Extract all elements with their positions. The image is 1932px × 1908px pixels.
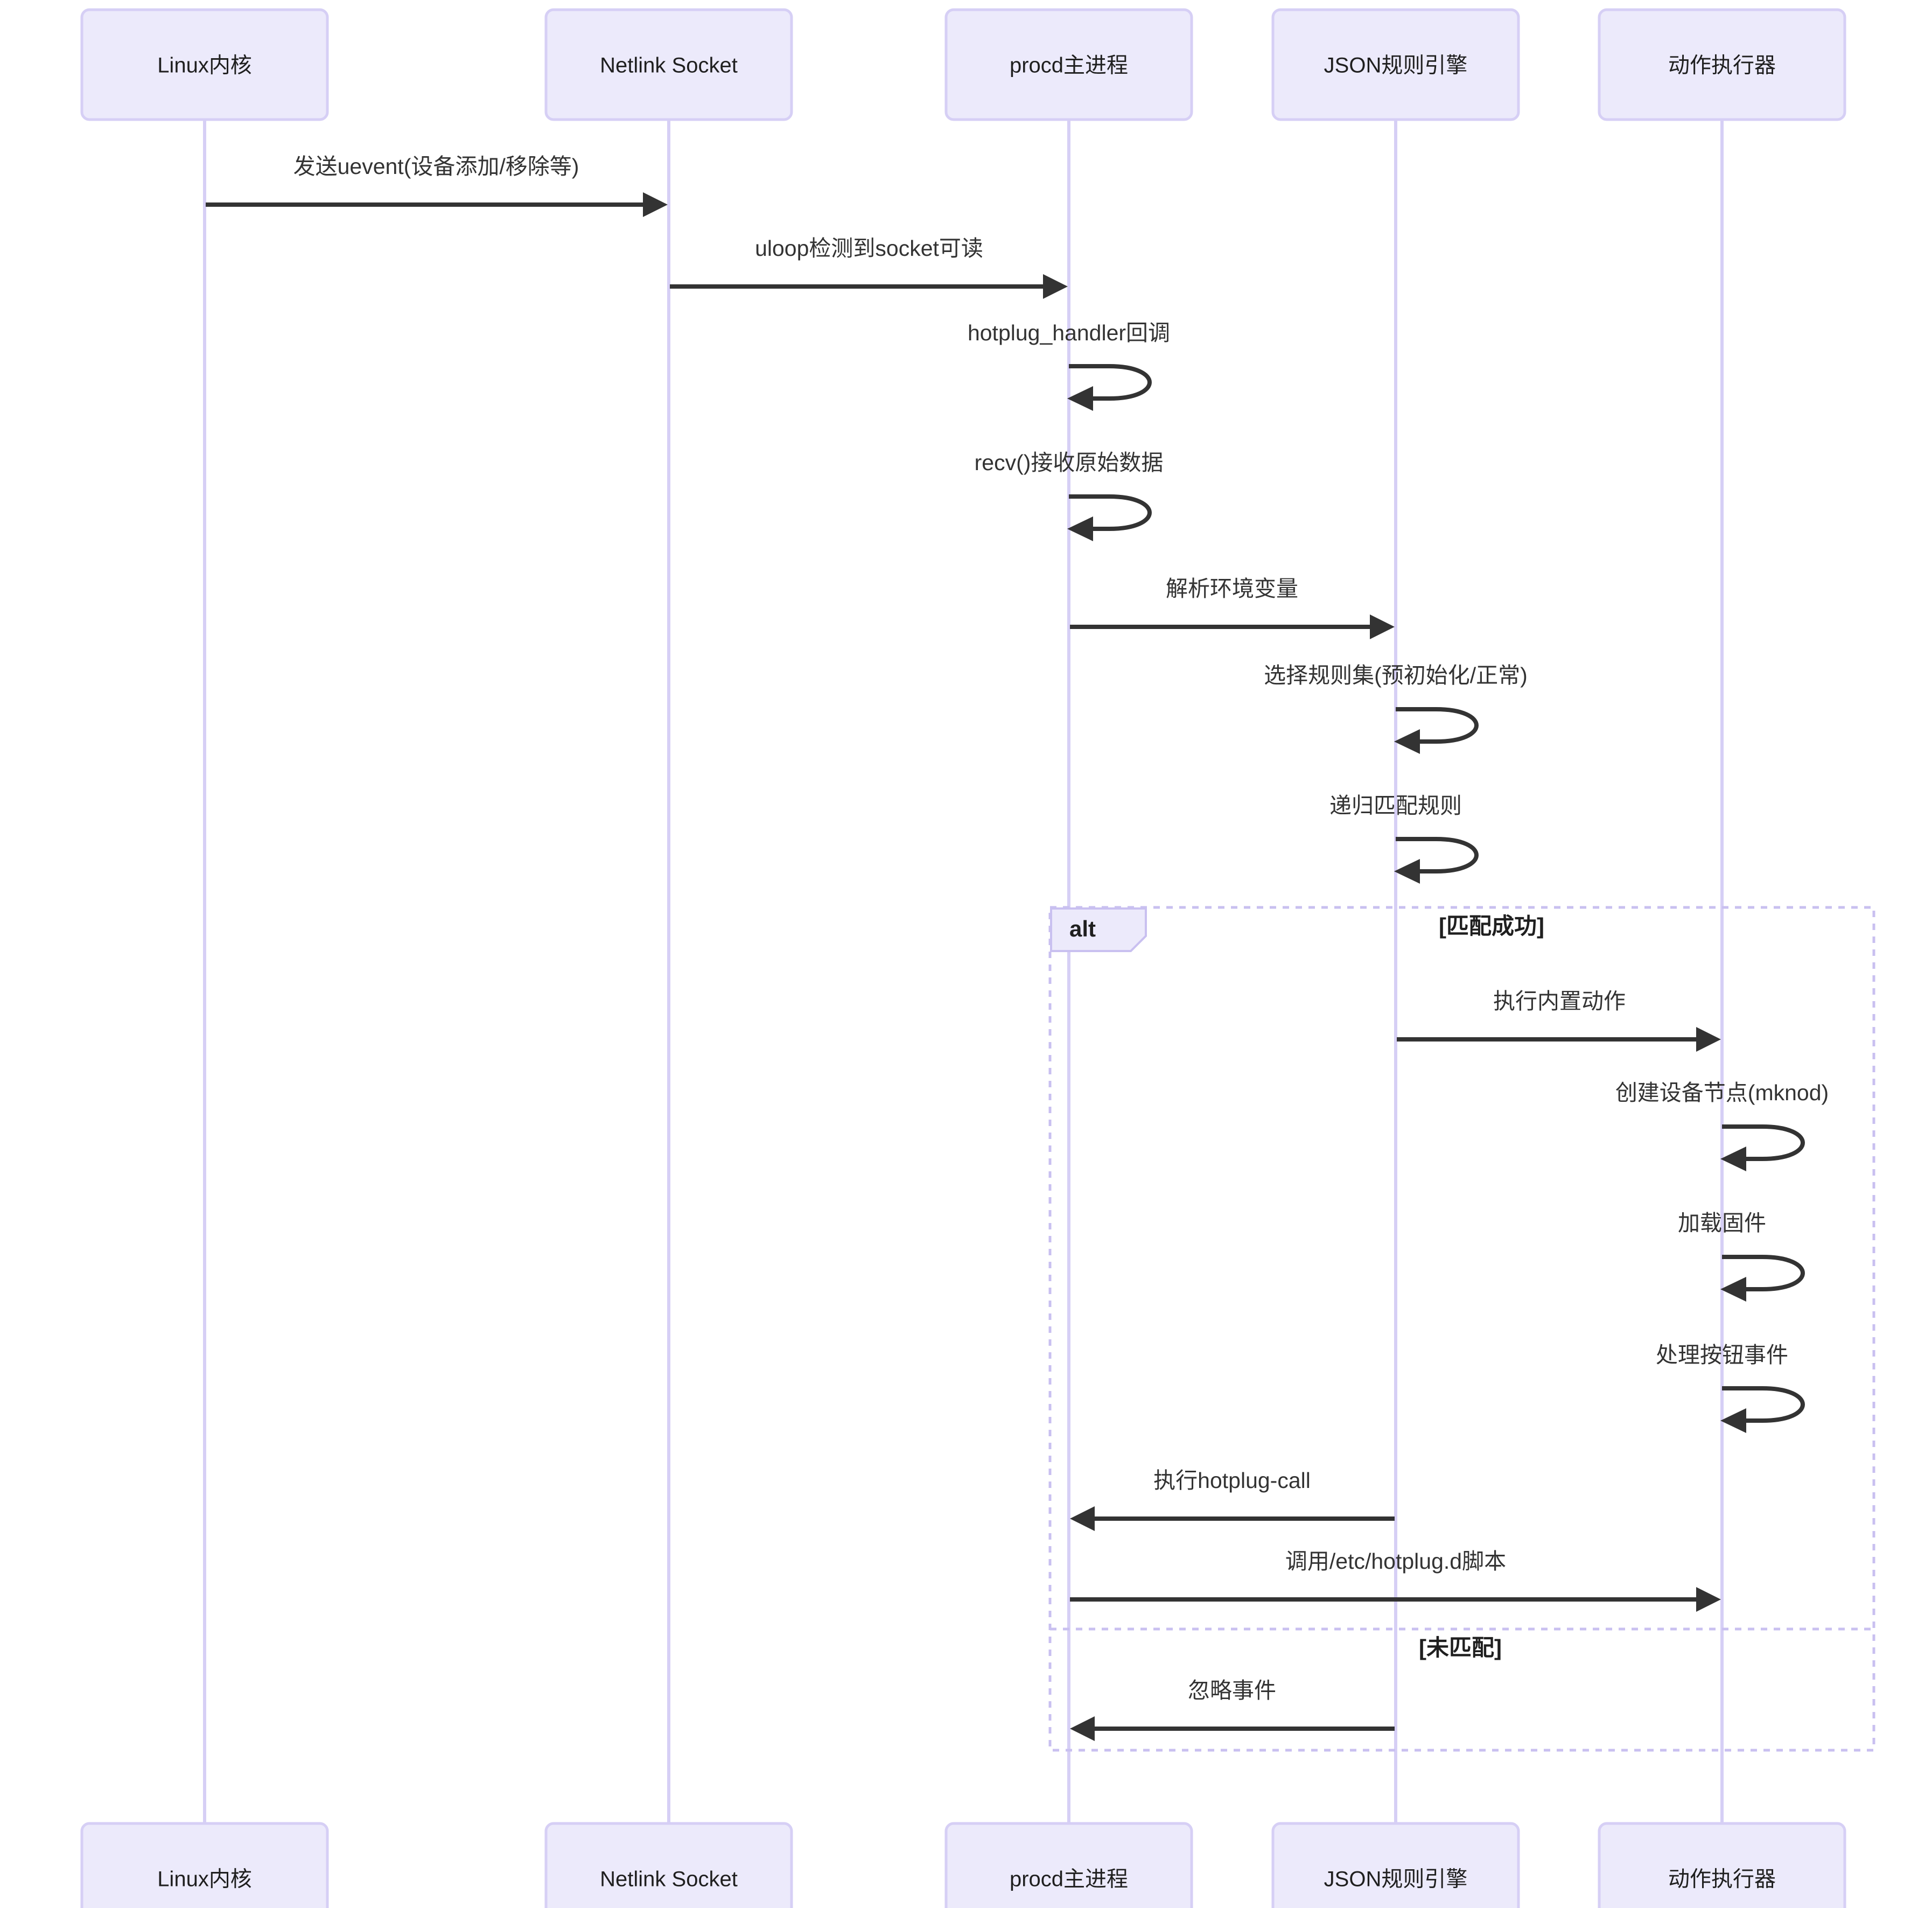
message-3-arrowhead <box>1067 386 1093 411</box>
message-14-ignore-event: 忽略事件 <box>1070 1678 1395 1741</box>
actor-top-netlink-box[interactable] <box>544 8 793 121</box>
actor-top-procd-label: procd主进程 <box>1010 54 1128 78</box>
message-10-load-firmware: 加载固件 <box>1678 1211 1805 1302</box>
message-4-recv-raw-data: recv()接收原始数据 <box>975 450 1164 541</box>
message-7-loop <box>1396 837 1479 873</box>
actor-top-kernel-box[interactable] <box>80 8 329 121</box>
actor-bottom-procd[interactable]: procd主进程 <box>944 1822 1193 1908</box>
message-2-uloop-readable: uloop检测到socket可读 <box>670 236 1068 299</box>
actor-bottom-kernel-box[interactable] <box>80 1822 329 1908</box>
message-3-hotplug-handler-callback: hotplug_handler回调 <box>968 320 1170 411</box>
actor-bottom-action-box[interactable] <box>1598 1822 1846 1908</box>
actor-top-kernel[interactable]: Linux内核 <box>80 8 329 121</box>
message-6-label: 选择规则集(预初始化/正常) <box>1264 663 1528 688</box>
message-13-label: 调用/etc/hotplug.d脚本 <box>1285 1549 1506 1574</box>
message-7-label: 递归匹配规则 <box>1329 793 1462 818</box>
message-11-label: 处理按钮事件 <box>1656 1343 1788 1367</box>
alt-block: alt [匹配成功] [未匹配] <box>1048 906 1875 1752</box>
message-12-execute-hotplug-call: 执行hotplug-call <box>1070 1468 1395 1531</box>
actor-top-procd-box[interactable] <box>944 8 1193 121</box>
message-11-handle-button-event: 处理按钮事件 <box>1656 1343 1805 1433</box>
message-5-parse-env-vars: 解析环境变量 <box>1070 576 1395 639</box>
actor-top-action[interactable]: 动作执行器 <box>1598 8 1846 121</box>
message-9-create-device-node: 创建设备节点(mknod) <box>1615 1080 1829 1171</box>
message-4-loop <box>1069 494 1152 531</box>
message-1-send-uevent: 发送uevent(设备添加/移除等) <box>206 154 668 217</box>
message-3-label: hotplug_handler回调 <box>968 320 1170 345</box>
actors-bottom: Linux内核 Netlink Socket procd主进程 JSON规则引擎… <box>80 1822 1846 1908</box>
message-3-loop <box>1069 364 1152 401</box>
lifelines <box>203 120 1724 1823</box>
alt-tag-shape <box>1050 907 1147 952</box>
actor-bottom-rules-box[interactable] <box>1271 1822 1520 1908</box>
message-9-label: 创建设备节点(mknod) <box>1615 1080 1829 1105</box>
message-9-loop <box>1722 1124 1805 1161</box>
message-14-label: 忽略事件 <box>1188 1678 1276 1703</box>
message-7-arrowhead <box>1394 859 1420 884</box>
message-1-label: 发送uevent(设备添加/移除等) <box>293 154 579 179</box>
message-6-select-ruleset: 选择规则集(预初始化/正常) <box>1264 663 1528 754</box>
actor-bottom-action-label: 动作执行器 <box>1668 1868 1776 1891</box>
actor-top-netlink-label: Netlink Socket <box>600 54 738 78</box>
actor-bottom-kernel[interactable]: Linux内核 <box>80 1822 329 1908</box>
alt-condition-label-unmatched: [未匹配] <box>1419 1635 1502 1660</box>
message-14-arrowhead <box>1070 1716 1095 1741</box>
message-11-loop <box>1722 1386 1805 1423</box>
message-9-arrowhead <box>1720 1147 1746 1171</box>
message-12-label: 执行hotplug-call <box>1153 1468 1311 1493</box>
message-8-execute-builtin-action: 执行内置动作 <box>1397 989 1721 1052</box>
message-5-label: 解析环境变量 <box>1166 576 1298 601</box>
message-10-arrowhead <box>1720 1277 1746 1302</box>
alt-condition-label-matched: [匹配成功] <box>1439 913 1544 939</box>
actor-top-rules-label: JSON规则引擎 <box>1324 54 1468 78</box>
message-6-loop <box>1396 707 1479 744</box>
actor-bottom-procd-box[interactable] <box>944 1822 1193 1908</box>
actor-top-rules[interactable]: JSON规则引擎 <box>1271 8 1520 121</box>
actor-bottom-rules-label: JSON规则引擎 <box>1324 1868 1468 1891</box>
message-10-label: 加载固件 <box>1678 1211 1766 1235</box>
actors-top: Linux内核 Netlink Socket procd主进程 JSON规则引擎… <box>80 8 1846 121</box>
actor-bottom-procd-label: procd主进程 <box>1010 1868 1128 1891</box>
message-2-arrowhead <box>1043 274 1068 299</box>
alt-block-border <box>1048 906 1875 1752</box>
message-11-arrowhead <box>1720 1408 1746 1433</box>
actor-bottom-action[interactable]: 动作执行器 <box>1598 1822 1846 1908</box>
message-6-arrowhead <box>1394 729 1420 754</box>
actor-top-netlink[interactable]: Netlink Socket <box>544 8 793 121</box>
message-4-label: recv()接收原始数据 <box>975 450 1164 475</box>
actor-bottom-netlink[interactable]: Netlink Socket <box>544 1822 793 1908</box>
actor-top-action-label: 动作执行器 <box>1668 54 1776 78</box>
message-13-invoke-hotplugd-scripts: 调用/etc/hotplug.d脚本 <box>1070 1549 1721 1612</box>
actor-top-kernel-label: Linux内核 <box>157 54 252 78</box>
message-4-arrowhead <box>1067 516 1093 541</box>
message-10-loop <box>1722 1255 1805 1291</box>
message-12-arrowhead <box>1070 1506 1095 1531</box>
actor-bottom-kernel-label: Linux内核 <box>157 1868 252 1891</box>
actor-bottom-netlink-box[interactable] <box>544 1822 793 1908</box>
message-5-arrowhead <box>1370 614 1395 639</box>
alt-tag-label: alt <box>1069 916 1096 941</box>
actor-top-procd[interactable]: procd主进程 <box>944 8 1193 121</box>
message-1-arrowhead <box>643 192 668 217</box>
actor-bottom-netlink-label: Netlink Socket <box>600 1868 738 1891</box>
actor-top-rules-box[interactable] <box>1271 8 1520 121</box>
message-13-arrowhead <box>1696 1587 1721 1612</box>
message-7-recursive-rule-match: 递归匹配规则 <box>1329 793 1479 884</box>
message-2-label: uloop检测到socket可读 <box>755 236 983 261</box>
message-8-label: 执行内置动作 <box>1493 989 1626 1014</box>
actor-top-action-box[interactable] <box>1598 8 1846 121</box>
actor-bottom-rules[interactable]: JSON规则引擎 <box>1271 1822 1520 1908</box>
message-8-arrowhead <box>1696 1027 1721 1052</box>
